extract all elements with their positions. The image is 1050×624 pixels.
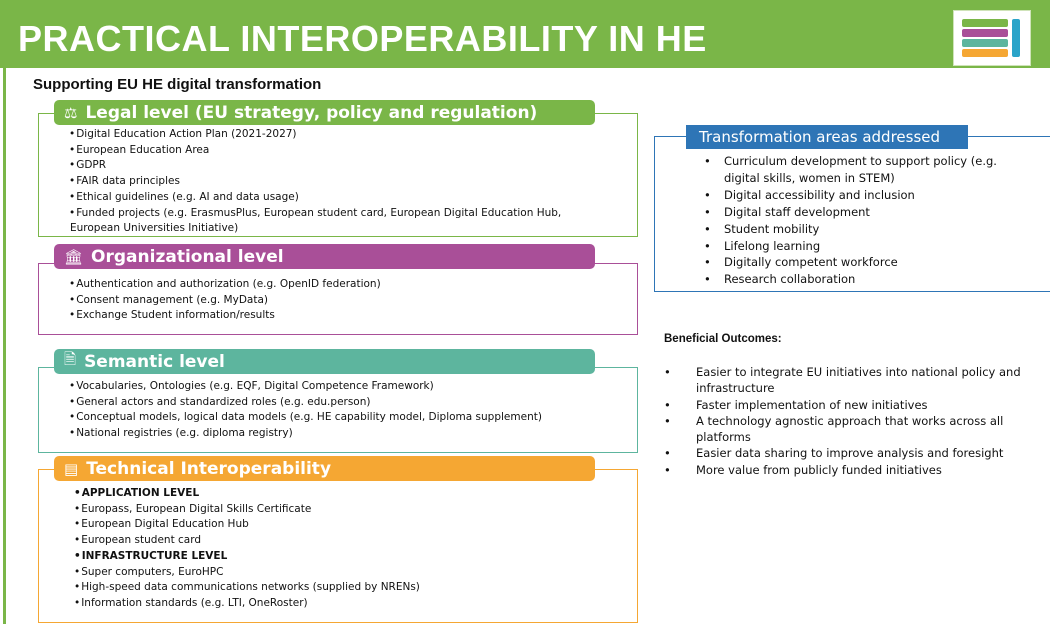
technical-list: APPLICATION LEVEL Europass, European Dig… xyxy=(74,486,420,612)
list-item: Super computers, EuroHPC xyxy=(74,565,420,581)
list-item: Digital Education Action Plan (2021-2027… xyxy=(69,127,561,143)
list-subheading: INFRASTRUCTURE LEVEL xyxy=(74,549,420,565)
technical-level-title: Technical Interoperability xyxy=(86,458,332,479)
server-icon: ▤ xyxy=(64,459,79,478)
page-subtitle: Supporting EU HE digital transformation xyxy=(33,76,322,93)
legal-level-title: Legal level (EU strategy, policy and reg… xyxy=(85,102,538,123)
organizational-list: Authentication and authorization (e.g. O… xyxy=(69,277,381,324)
list-item: Easier data sharing to improve analysis … xyxy=(664,445,1021,462)
list-item-continuation: European Universities Initiative) xyxy=(70,222,239,235)
list-item: General actors and standardized roles (e… xyxy=(69,395,542,411)
organizational-level-title: Organizational level xyxy=(91,246,284,267)
list-item: More value from publicly funded initiati… xyxy=(664,462,1021,479)
list-item: European Digital Education Hub xyxy=(74,517,420,533)
semantic-level-header: 🗎 Semantic level xyxy=(54,349,595,374)
list-item: Lifelong learning xyxy=(704,238,997,255)
list-item: National registries (e.g. diploma regist… xyxy=(69,426,542,442)
scales-icon: ⚖ xyxy=(64,103,78,122)
list-item: Exchange Student information/results xyxy=(69,308,381,324)
list-item: Digital staff development xyxy=(704,204,997,221)
document-icon: 🗎 xyxy=(64,350,77,368)
list-item: Easier to integrate EU initiatives into … xyxy=(664,364,1021,381)
list-item: Vocabularies, Ontologies (e.g. EQF, Digi… xyxy=(69,379,542,395)
institution-icon: 🏛 xyxy=(64,247,84,266)
list-item: Europass, European Digital Skills Certif… xyxy=(74,502,420,518)
semantic-list: Vocabularies, Ontologies (e.g. EQF, Digi… xyxy=(69,379,542,442)
organizational-level-header: 🏛 Organizational level xyxy=(54,244,595,269)
legal-level-header: ⚖ Legal level (EU strategy, policy and r… xyxy=(54,100,595,125)
list-item: Digitally competent workforce xyxy=(704,254,997,271)
list-item: High-speed data communications networks … xyxy=(74,580,420,596)
list-item: Curriculum development to support policy… xyxy=(704,153,997,170)
list-item: Digital accessibility and inclusion xyxy=(704,187,997,204)
slide-thumbnail-icon xyxy=(953,10,1031,66)
list-item: Research collaboration xyxy=(704,271,997,288)
outcomes-title: Beneficial Outcomes: xyxy=(664,333,782,345)
list-item: Funded projects (e.g. ErasmusPlus, Europ… xyxy=(69,206,561,222)
list-item-continuation: infrastructure xyxy=(696,381,775,396)
list-item: European Education Area xyxy=(69,143,561,159)
transformation-areas-header: Transformation areas addressed xyxy=(686,125,968,149)
list-item: Information standards (e.g. LTI, OneRost… xyxy=(74,596,420,612)
list-item: Ethical guidelines (e.g. AI and data usa… xyxy=(69,190,561,206)
list-item-continuation: platforms xyxy=(696,430,751,445)
legal-list: Digital Education Action Plan (2021-2027… xyxy=(69,127,561,237)
list-item-continuation: digital skills, women in STEM) xyxy=(724,170,895,185)
left-accent-line xyxy=(3,68,6,624)
list-item: European student card xyxy=(74,533,420,549)
list-item: Student mobility xyxy=(704,221,997,238)
list-item: FAIR data principles xyxy=(69,174,561,190)
list-subheading: APPLICATION LEVEL xyxy=(74,486,420,502)
list-item: Faster implementation of new initiatives xyxy=(664,397,1021,414)
outcomes-list: Easier to integrate EU initiatives into … xyxy=(664,364,1021,478)
page-title: PRACTICAL INTEROPERABILITY IN HE xyxy=(18,18,707,59)
title-banner: PRACTICAL INTEROPERABILITY IN HE xyxy=(0,0,1050,68)
list-item: Authentication and authorization (e.g. O… xyxy=(69,277,380,293)
semantic-level-title: Semantic level xyxy=(84,351,225,372)
list-item: GDPR xyxy=(69,158,561,174)
list-item: A technology agnostic approach that work… xyxy=(664,413,1021,430)
list-item: Consent management (e.g. MyData) xyxy=(69,293,381,309)
transformation-list: Curriculum development to support policy… xyxy=(704,153,997,288)
technical-level-header: ▤ Technical Interoperability xyxy=(54,456,595,481)
list-item: Conceptual models, logical data models (… xyxy=(69,410,542,426)
